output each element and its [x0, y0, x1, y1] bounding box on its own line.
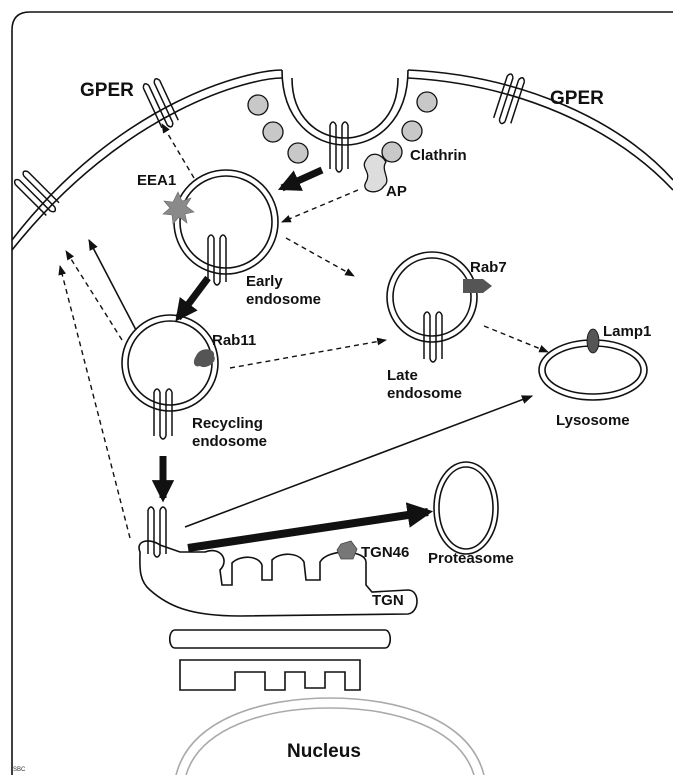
- arrow-pit-to-early-dashed: [282, 190, 358, 222]
- label-tgn46: TGN46: [361, 544, 409, 561]
- label-lamp1: Lamp1: [603, 323, 651, 340]
- arrow-pit-to-early-endosome: [282, 170, 322, 188]
- label-early-endosome-1: Early: [246, 273, 283, 290]
- proteasome-inner: [439, 467, 493, 549]
- label-rab11: Rab11: [212, 332, 256, 349]
- label-tgn: TGN: [372, 592, 404, 609]
- label-recycling-endosome-1: Recycling: [192, 415, 263, 432]
- gper-receptor-tgn: [148, 507, 166, 557]
- label-nucleus: Nucleus: [287, 741, 361, 762]
- proteasome-outer: [434, 462, 498, 554]
- gper-receptor-pit: [330, 122, 348, 172]
- arrow-recycling-to-membrane-dashed: [66, 251, 122, 340]
- label-gper-right: GPER: [550, 88, 604, 109]
- arrow-tgn-to-membrane: [60, 266, 130, 538]
- label-ap: AP: [386, 183, 407, 200]
- arrow-late-to-lysosome: [484, 326, 548, 352]
- plasma-membrane-inner-right: [408, 78, 673, 190]
- plasma-membrane-inner: [12, 78, 282, 250]
- clathrin-pit-outer: [282, 70, 408, 145]
- golgi-cisterna-1: [170, 630, 391, 648]
- rab7-marker: [463, 279, 492, 293]
- gper-receptor-late-endosome: [424, 312, 442, 362]
- arrow-recycling-to-membrane: [89, 240, 136, 330]
- arrow-tgn-to-proteasome: [188, 512, 428, 548]
- credit-mark: SBC: [13, 767, 26, 773]
- arrow-early-to-recycling: [178, 278, 208, 318]
- label-lysosome: Lysosome: [556, 412, 630, 429]
- label-late-endosome-2: endosome: [387, 385, 462, 402]
- eea1-marker: [163, 192, 194, 224]
- label-late-endosome-1: Late: [387, 367, 418, 384]
- gper-receptor-right: [493, 73, 526, 126]
- arrow-early-to-membrane: [162, 124, 194, 178]
- clathrin-pit-inner: [292, 78, 398, 138]
- ap-adaptor: [364, 154, 387, 192]
- nucleus-outer: [176, 698, 484, 775]
- label-proteasome: Proteasome: [428, 550, 514, 567]
- label-recycling-endosome-2: endosome: [192, 433, 267, 450]
- label-clathrin: Clathrin: [410, 147, 467, 164]
- label-gper-left: GPER: [80, 80, 134, 101]
- gper-receptor-recycling-endosome: [154, 389, 172, 439]
- label-early-endosome-2: endosome: [246, 291, 321, 308]
- gper-receptor-early-endosome: [208, 235, 226, 285]
- arrow-early-to-late: [286, 238, 354, 276]
- label-eea1: EEA1: [137, 172, 176, 189]
- late-endosome-outer: [387, 252, 477, 342]
- late-endosome-inner: [393, 258, 471, 336]
- lamp1-marker: [587, 329, 599, 353]
- tgn46-marker: [337, 541, 357, 559]
- label-rab7: Rab7: [470, 259, 507, 276]
- golgi-cisterna-2: [180, 660, 360, 690]
